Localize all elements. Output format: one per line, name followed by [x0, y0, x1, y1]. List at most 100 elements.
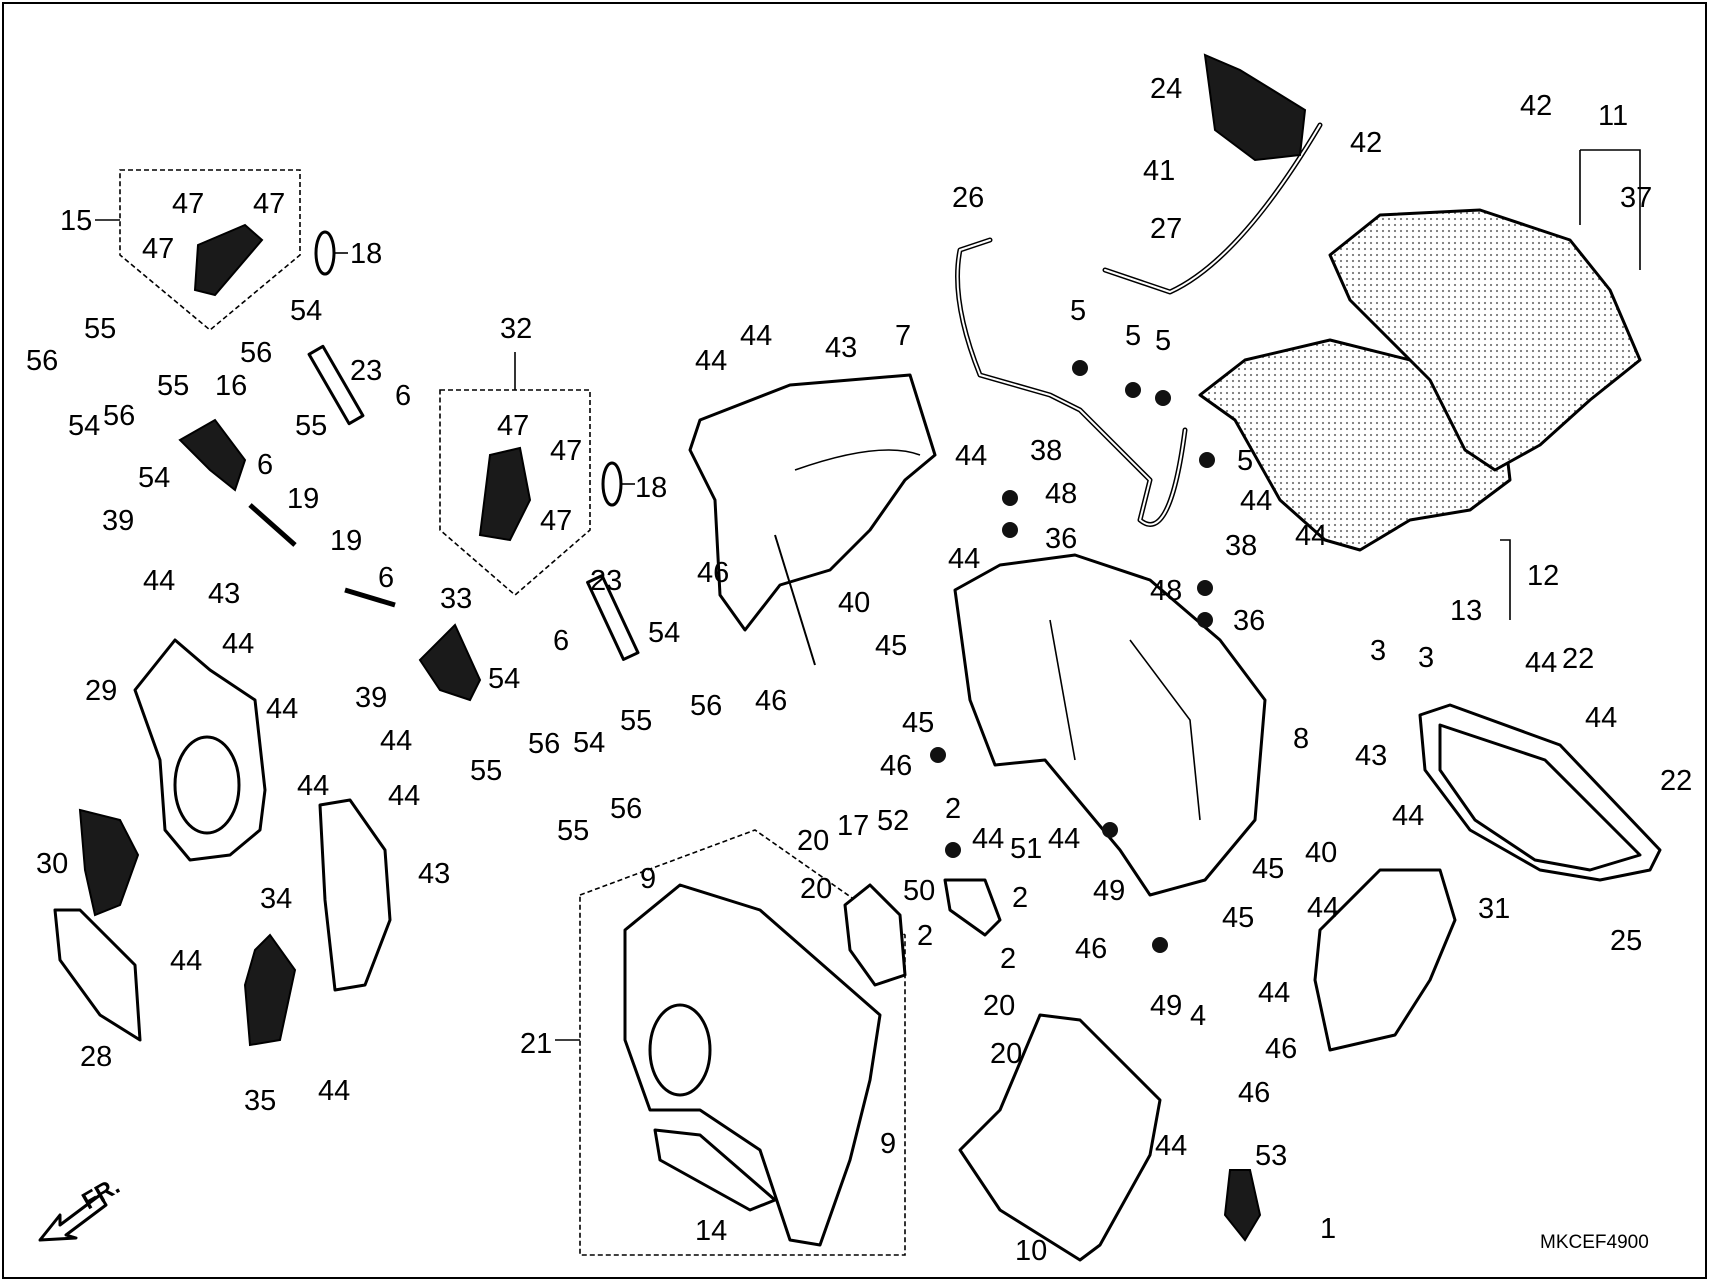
- callout-13: 13: [1450, 595, 1482, 627]
- callout-22: 22: [1562, 643, 1594, 675]
- callout-56: 56: [690, 690, 722, 722]
- callout-56: 56: [240, 337, 272, 369]
- callout-44: 44: [170, 945, 202, 977]
- callout-40: 40: [838, 587, 870, 619]
- callout-44: 44: [1585, 702, 1617, 734]
- callout-47: 47: [497, 410, 529, 442]
- part-34-frame: [318, 798, 392, 992]
- callout-2: 2: [917, 920, 933, 952]
- callout-46: 46: [1265, 1033, 1297, 1065]
- callout-44: 44: [1258, 977, 1290, 1009]
- callout-44: 44: [695, 345, 727, 377]
- callout-20: 20: [797, 825, 829, 857]
- part-27-cable-core: [1104, 124, 1321, 293]
- part-23-rod: [307, 344, 365, 426]
- callout-12: 12: [1527, 560, 1559, 592]
- part-17-bracket: [843, 883, 907, 987]
- fastener: [1152, 937, 1168, 953]
- callout-20: 20: [800, 873, 832, 905]
- callout-39: 39: [102, 505, 134, 537]
- callout-labels: 15 47 47 47 18 55 56 54 54 56 55 23 6 55…: [26, 73, 1692, 1267]
- callout-54: 54: [488, 663, 520, 695]
- callout-42: 42: [1350, 127, 1382, 159]
- callout-22: 22: [1660, 765, 1692, 797]
- callout-44: 44: [222, 628, 254, 660]
- fr-arrow-icon: [38, 1193, 108, 1242]
- part-31-cover: [1313, 868, 1457, 1052]
- callout-55: 55: [157, 370, 189, 402]
- group-outline-21: [579, 829, 906, 1256]
- part-8-detail: [1049, 619, 1076, 761]
- callout-44: 44: [1295, 520, 1327, 552]
- part-30-grille: [78, 808, 140, 917]
- callout-46: 46: [697, 557, 729, 589]
- part-40-wire: [774, 534, 816, 666]
- callout-55: 55: [84, 313, 116, 345]
- fastener: [1197, 580, 1213, 596]
- callout-43: 43: [208, 578, 240, 610]
- callout-24: 24: [1150, 73, 1182, 105]
- callout-17: 17: [837, 810, 869, 842]
- callout-47: 47: [550, 435, 582, 467]
- callout-54: 54: [573, 727, 605, 759]
- callout-10: 10: [1015, 1235, 1047, 1267]
- part-25-lid-inner: [1438, 723, 1642, 872]
- callout-9: 9: [640, 863, 656, 895]
- callout-45: 45: [1222, 902, 1254, 934]
- part-18-gasket: [314, 230, 336, 276]
- callout-48: 48: [1045, 478, 1077, 510]
- callout-27: 27: [1150, 213, 1182, 245]
- callout-56: 56: [528, 728, 560, 760]
- part-1-connector: [1223, 1169, 1262, 1242]
- callout-9: 9: [880, 1128, 896, 1160]
- callout-41: 41: [1143, 155, 1175, 187]
- callout-44: 44: [297, 770, 329, 802]
- fastener: [930, 747, 946, 763]
- callout-46: 46: [1238, 1077, 1270, 1109]
- callout-2: 2: [1000, 943, 1016, 975]
- callout-54: 54: [138, 462, 170, 494]
- callout-16: 16: [215, 370, 247, 402]
- callout-56: 56: [610, 793, 642, 825]
- callout-46: 46: [880, 750, 912, 782]
- callout-44: 44: [143, 565, 175, 597]
- callout-20: 20: [990, 1038, 1022, 1070]
- callout-35: 35: [244, 1085, 276, 1117]
- part-23-rod-b: [586, 574, 640, 661]
- callout-43: 43: [418, 858, 450, 890]
- callout-56: 56: [103, 400, 135, 432]
- callout-6: 6: [257, 449, 273, 481]
- callout-46: 46: [755, 685, 787, 717]
- callout-54: 54: [648, 617, 680, 649]
- callout-47: 47: [172, 188, 204, 220]
- callout-5: 5: [1155, 325, 1171, 357]
- callout-44: 44: [1392, 800, 1424, 832]
- leader-12: [1500, 539, 1511, 620]
- callout-44: 44: [1155, 1130, 1187, 1162]
- callout-47: 47: [540, 505, 572, 537]
- callout-49: 49: [1093, 875, 1125, 907]
- callout-25: 25: [1610, 925, 1642, 957]
- part-21-liner: [623, 883, 882, 1247]
- callout-44: 44: [318, 1075, 350, 1107]
- part-12-shell: [1198, 338, 1512, 552]
- callout-44: 44: [380, 725, 412, 757]
- callout-20: 20: [983, 990, 1015, 1022]
- callout-36: 36: [1233, 605, 1265, 637]
- callout-43: 43: [825, 332, 857, 364]
- part-32-bracket: [478, 446, 532, 542]
- part-35-grille: [243, 933, 297, 1047]
- callout-40: 40: [1305, 837, 1337, 869]
- callout-5: 5: [1237, 445, 1253, 477]
- callout-55: 55: [557, 815, 589, 847]
- fastener: [945, 842, 961, 858]
- callout-3: 3: [1418, 642, 1434, 674]
- callout-44: 44: [266, 693, 298, 725]
- callout-2: 2: [945, 793, 961, 825]
- callout-54: 54: [68, 410, 100, 442]
- callout-39: 39: [355, 682, 387, 714]
- callout-50: 50: [903, 875, 935, 907]
- part-19-bolt: [248, 503, 297, 547]
- callout-1: 1: [1320, 1213, 1336, 1245]
- callout-45: 45: [875, 630, 907, 662]
